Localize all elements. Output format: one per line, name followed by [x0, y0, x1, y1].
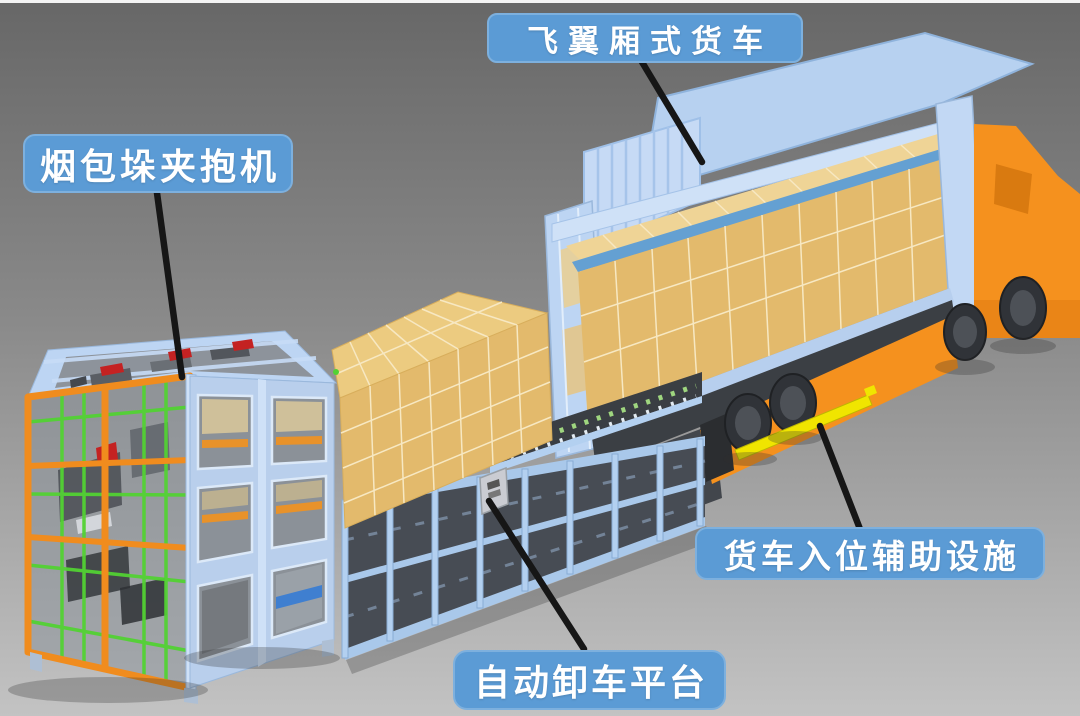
- guide-rail: [734, 385, 877, 461]
- red-clamp-part: [232, 339, 254, 351]
- machine-legs: [30, 639, 334, 704]
- leader-lines: [153, 58, 864, 653]
- label-truck-positioning-aid: 货车入位辅助设施: [695, 527, 1045, 580]
- clamp-machine: [24, 330, 338, 704]
- trailer-blue-strip: [572, 148, 950, 272]
- wing-roof: [640, 31, 1035, 194]
- cab-window: [994, 164, 1032, 214]
- machine-blue-strip: [276, 585, 322, 609]
- green-marker: [333, 369, 339, 375]
- wing-van-truck: [544, 31, 1080, 542]
- label-wing-van-truck: 飞翼厢式货车: [487, 13, 803, 63]
- label-tobacco-bale-clamp-machine: 烟包垛夹抱机: [23, 134, 293, 193]
- platform-posts: [341, 438, 704, 659]
- leader-positioning-aid: [816, 422, 864, 533]
- cargo-in-trailer: [566, 134, 956, 424]
- machine-left-face: [24, 372, 194, 692]
- machine-right-face: [189, 375, 335, 689]
- ground-shadows: [8, 338, 1056, 703]
- cargo-stack: [331, 291, 553, 529]
- leader-wing-van-truck: [638, 58, 706, 166]
- truck-wheels: [943, 276, 1047, 361]
- red-clamp-part: [100, 363, 124, 376]
- label-auto-unloading-platform: 自动卸车平台: [453, 650, 726, 710]
- leader-unloading-platform: [485, 497, 588, 653]
- under-trailer-shadow: [592, 300, 956, 468]
- top-border: [0, 0, 1080, 3]
- leader-clamp-machine: [153, 189, 186, 381]
